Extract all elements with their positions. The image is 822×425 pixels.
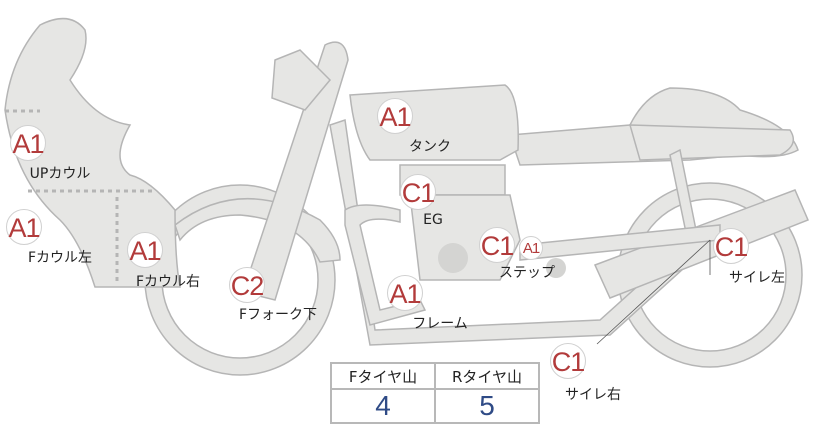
grade-badge-muffler-left[interactable]: C1	[713, 228, 749, 264]
label-tank: タンク	[409, 139, 451, 155]
label-engine: EG	[423, 212, 443, 228]
front-tire-header: Fタイヤ山	[330, 362, 436, 390]
grade-badge-front-cowl-right[interactable]: A1	[127, 232, 163, 268]
label-step: ステップ	[499, 265, 555, 281]
grade-badge-up-cowl[interactable]: A1	[10, 125, 46, 161]
label-front-fork: Fフォーク下	[238, 307, 318, 323]
muffler-leader-line	[596, 239, 711, 345]
grade-badge-tank[interactable]: A1	[377, 98, 413, 134]
rear-tire-header: Rタイヤ山	[434, 362, 540, 390]
tire-tread-table: Fタイヤ山 Rタイヤ山 4 5	[330, 362, 540, 424]
grade-badge-frame[interactable]: A1	[387, 275, 423, 311]
label-muffler-right: サイレ右	[565, 387, 621, 403]
rear-tire-value: 5	[434, 388, 540, 424]
label-front-cowl-left: Fカウル左	[27, 250, 93, 266]
grade-badge-front-fork[interactable]: C2	[229, 267, 265, 303]
grade-badge-step-secondary[interactable]: A1	[519, 236, 543, 260]
label-muffler-left: サイレ左	[729, 270, 785, 286]
grade-badge-step[interactable]: C1	[479, 227, 515, 263]
grade-badge-front-cowl-left[interactable]: A1	[6, 209, 42, 245]
grade-badge-engine[interactable]: C1	[400, 174, 436, 210]
label-frame: フレーム	[412, 316, 468, 332]
label-up-cowl: UPカウル	[29, 166, 91, 182]
front-tire-value: 4	[330, 388, 436, 424]
label-front-cowl-right: Fカウル右	[135, 274, 201, 290]
grade-badge-muffler-right[interactable]: C1	[550, 343, 586, 379]
